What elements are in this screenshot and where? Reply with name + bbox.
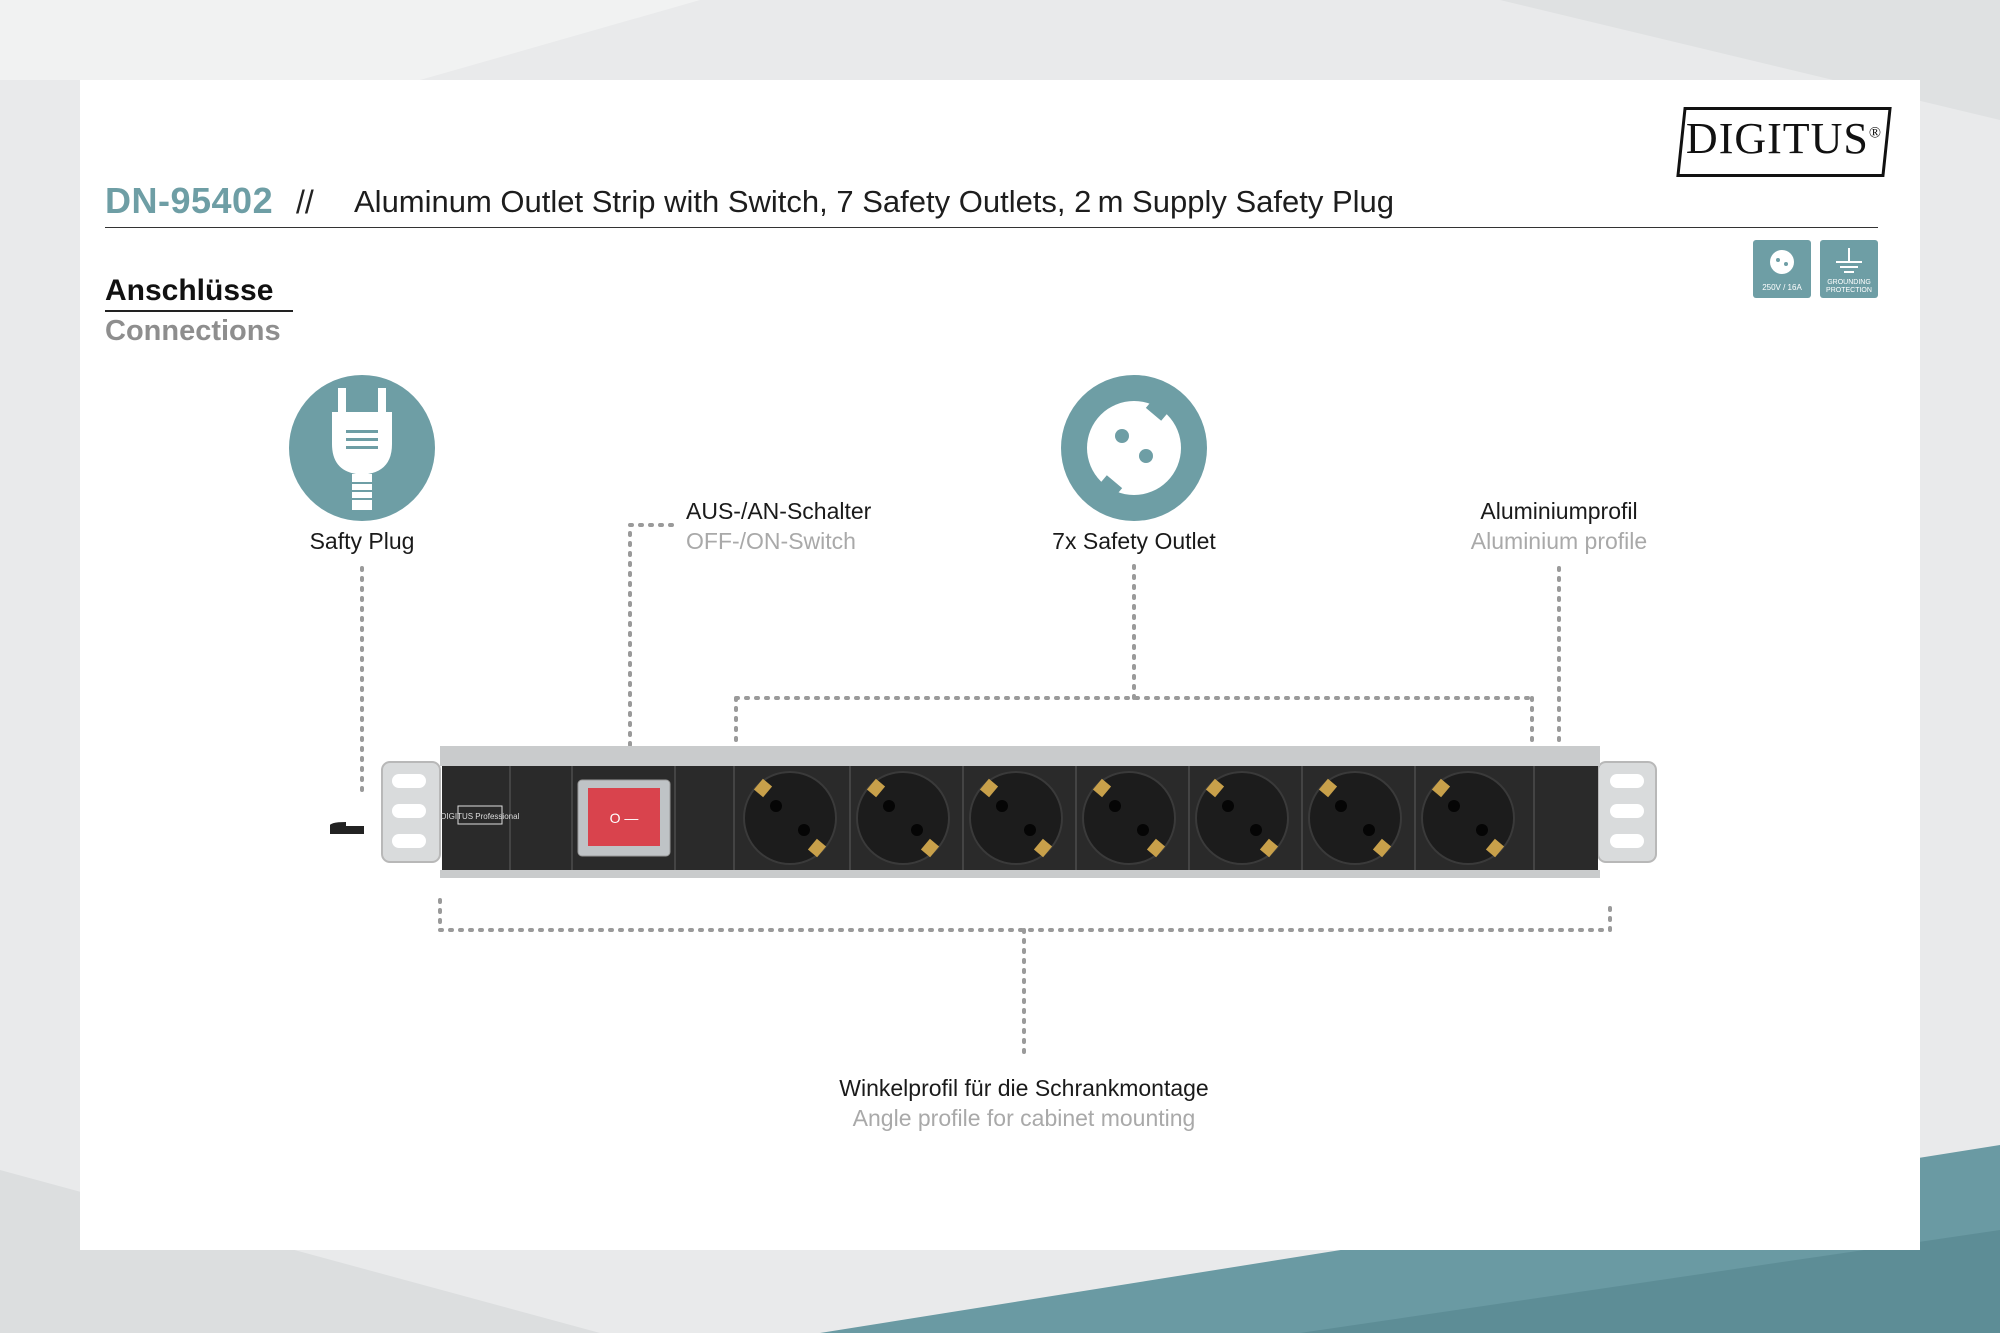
title-separator: // (296, 184, 314, 220)
switch-label-en: OFF-/ON-Switch (686, 528, 856, 554)
badge-label: 250V / 16A (1762, 283, 1802, 292)
section-title-de: Anschlüsse (105, 274, 274, 307)
switch-label-de: AUS-/AN-Schalter (686, 498, 872, 524)
safety-outlet (1421, 771, 1515, 865)
safety-outlet (1082, 771, 1176, 865)
mounting-label-de: Winkelprofil für die Schrankmontage (839, 1075, 1209, 1101)
power-switch (588, 788, 660, 846)
profile-label-en: Aluminium profile (1470, 528, 1648, 554)
mounting-label-en: Angle profile for cabinet mounting (852, 1105, 1196, 1131)
profile-label-de: Aluminiumprofil (1480, 498, 1638, 524)
title-divider (105, 227, 1878, 228)
outlet-strip-image: DIGITUS Professional O — (330, 746, 1657, 878)
socket-icon (1061, 375, 1207, 521)
outlet-leader (734, 564, 1534, 767)
mounting-leader (438, 898, 1612, 1060)
outlet-label: 7x Safety Outlet (1052, 528, 1216, 554)
section-underline (105, 310, 293, 312)
safety-outlet (743, 771, 837, 865)
brand-logo: DIGITUS® (1685, 114, 1883, 163)
grounding-icon (1836, 248, 1862, 273)
page-title: Aluminum Outlet Strip with Switch, 7 Saf… (354, 184, 1394, 219)
plug-icon (289, 375, 435, 521)
safety-outlet (1195, 771, 1289, 865)
grounding-badge: GROUNDING PROTECTION (1820, 240, 1878, 298)
socket-rating-badge: 250V / 16A (1753, 240, 1811, 298)
section-title-en: Connections (105, 315, 281, 347)
socket-icon (1770, 250, 1794, 274)
switch-leader (628, 523, 674, 754)
panel-brand-label: DIGITUS Professional (441, 812, 520, 821)
safety-outlet (969, 771, 1063, 865)
outlet-group (743, 766, 1515, 870)
product-code: DN-95402 (105, 180, 274, 221)
content-sheet (80, 80, 1920, 1250)
plug-label: Safty Plug (309, 528, 415, 554)
safety-outlet (1308, 771, 1402, 865)
switch-symbols: O — (610, 810, 639, 826)
badge-label: GROUNDING PROTECTION (1826, 279, 1872, 294)
safety-outlet (856, 771, 950, 865)
